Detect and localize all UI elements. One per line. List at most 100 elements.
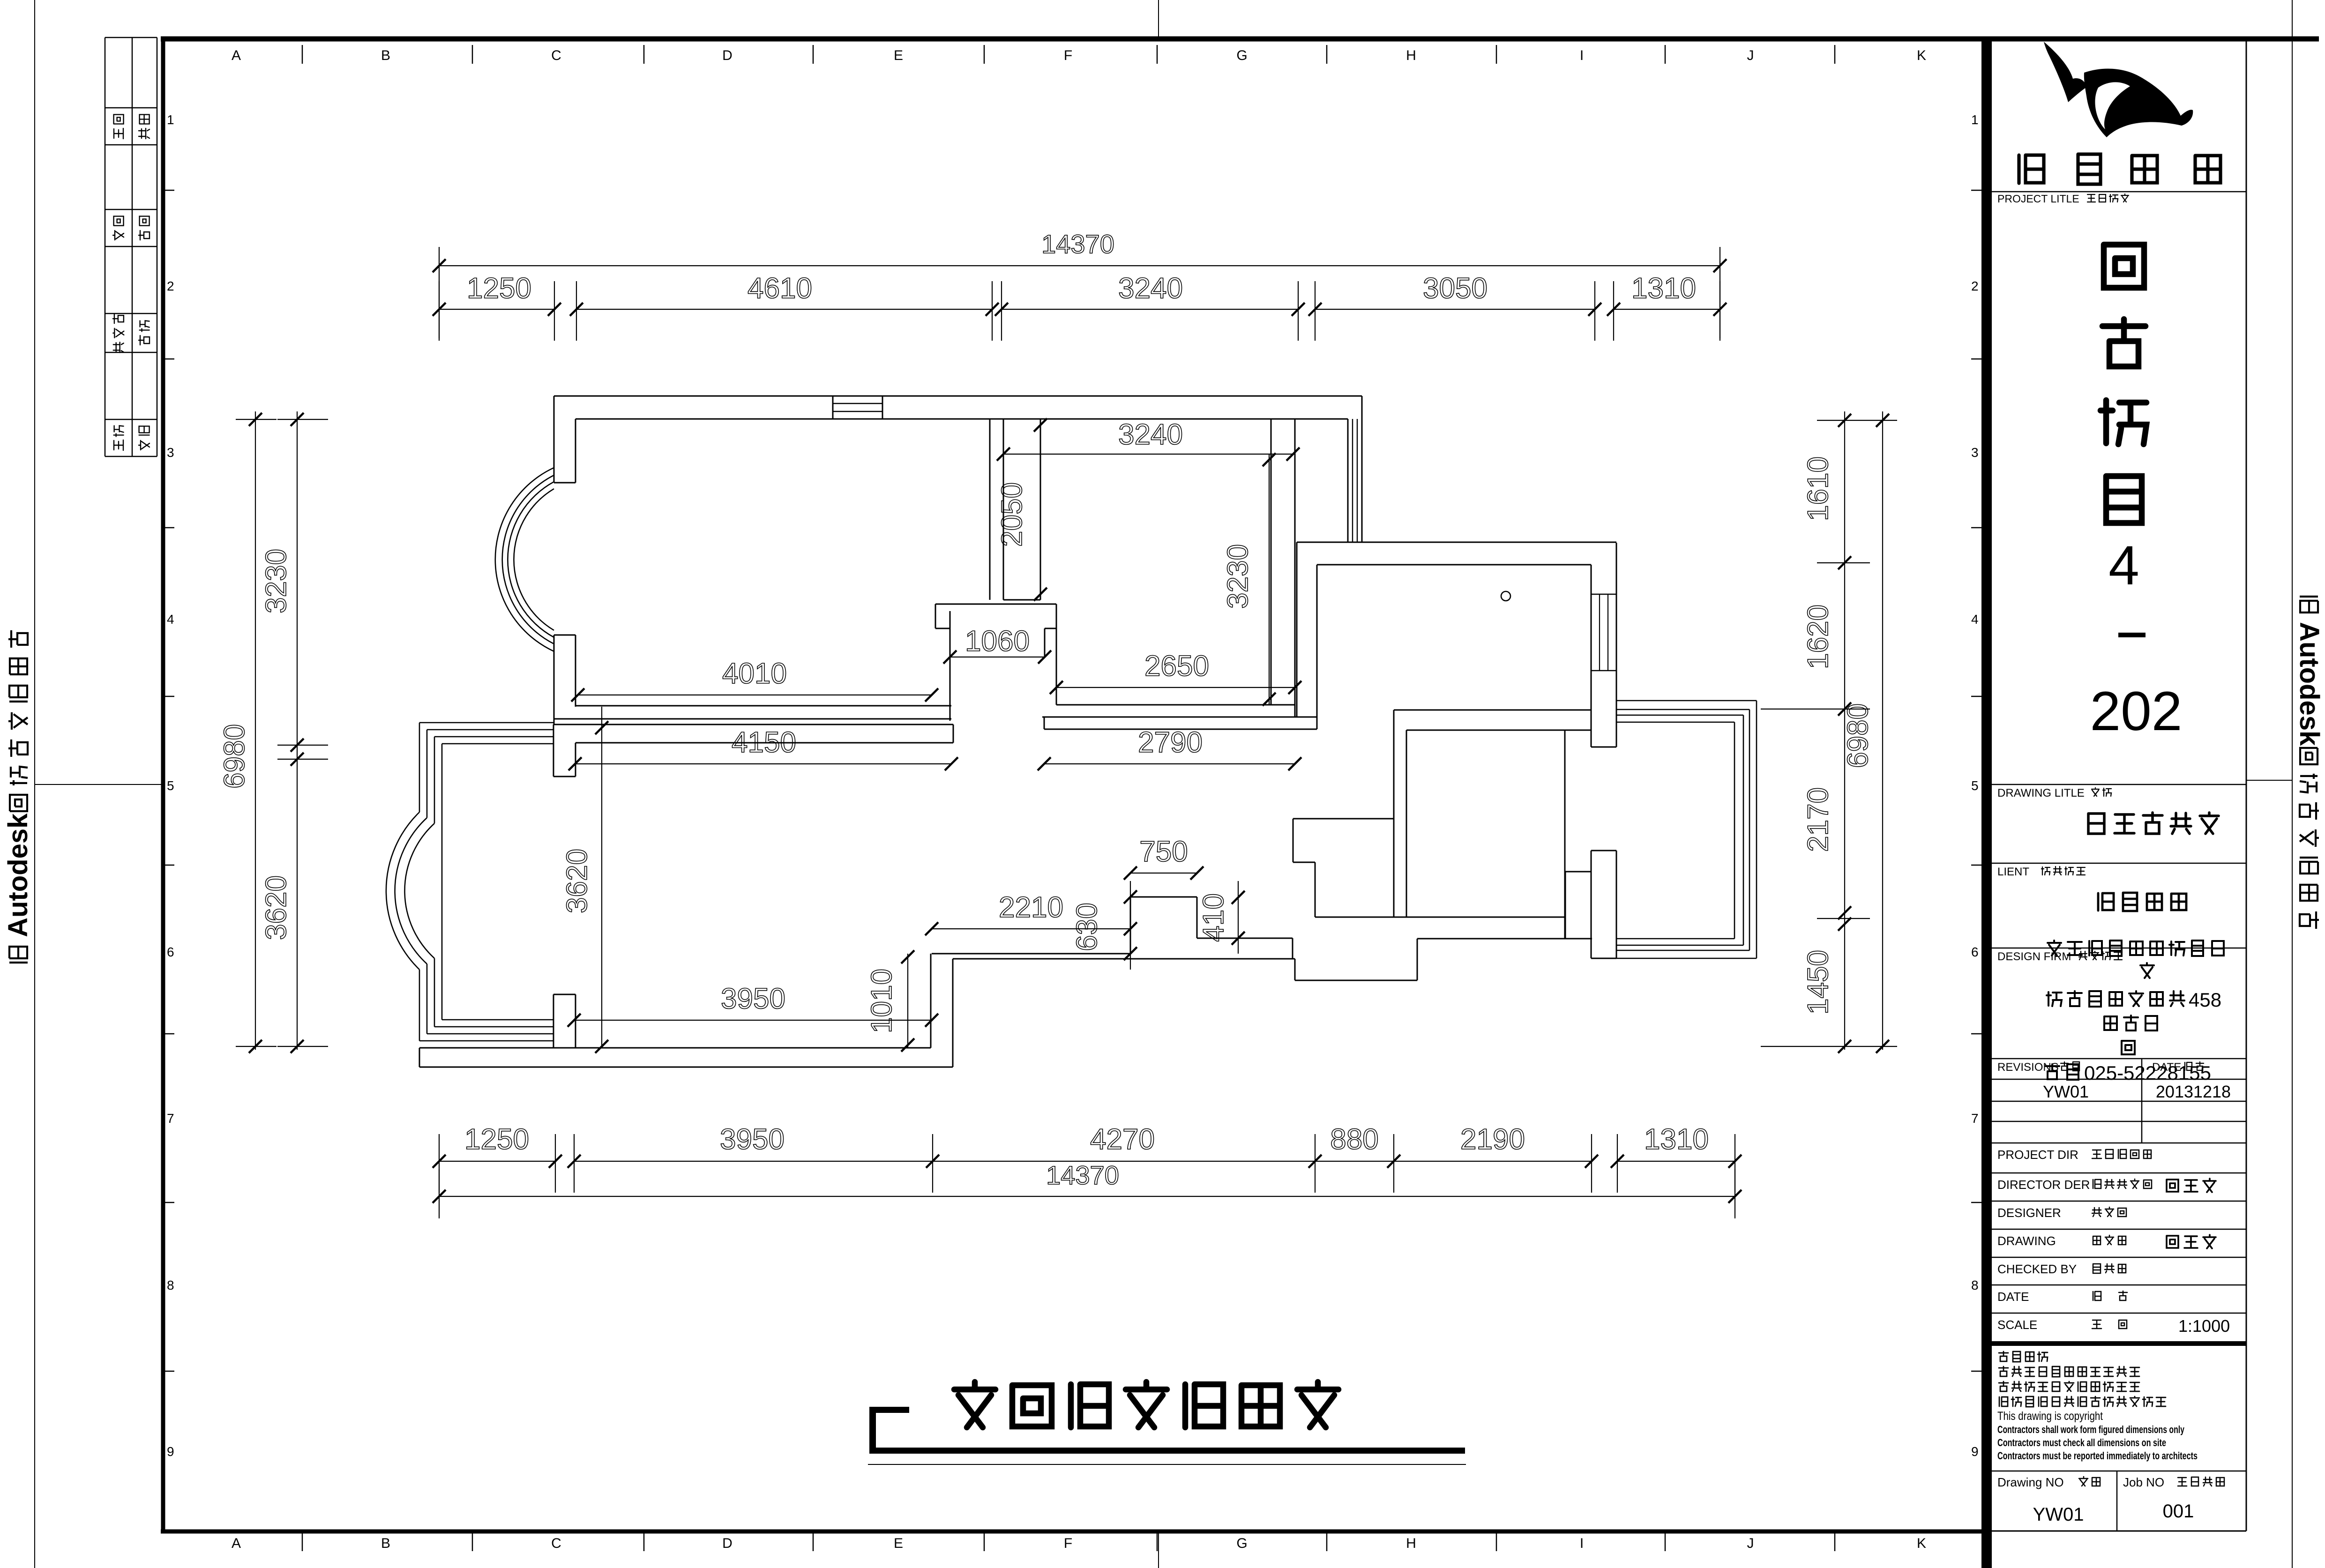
svg-text:4: 4 xyxy=(167,612,174,627)
svg-text:6980: 6980 xyxy=(218,724,251,789)
svg-text:8: 8 xyxy=(167,1278,174,1292)
svg-text:SCALE: SCALE xyxy=(1997,1318,2037,1332)
svg-text:Contractors shall work form fi: Contractors shall work form figured dime… xyxy=(1997,1424,2185,1435)
svg-text:6: 6 xyxy=(167,945,174,959)
svg-text:E: E xyxy=(894,48,903,63)
svg-text:CHECKED BY: CHECKED BY xyxy=(1997,1262,2077,1276)
svg-text:G: G xyxy=(1236,48,1247,63)
svg-text:H: H xyxy=(1406,1536,1416,1551)
svg-text:7: 7 xyxy=(167,1111,174,1126)
svg-text:5: 5 xyxy=(1971,778,1979,793)
svg-text:F: F xyxy=(1064,1536,1072,1551)
svg-text:4: 4 xyxy=(2108,535,2139,597)
svg-text:LIENT: LIENT xyxy=(1997,866,2029,878)
svg-text:2190: 2190 xyxy=(1460,1123,1525,1156)
svg-text:3050: 3050 xyxy=(1423,272,1488,305)
svg-text:1010: 1010 xyxy=(866,969,898,1033)
svg-text:D: D xyxy=(722,48,733,63)
svg-text:DIRECTOR DER: DIRECTOR DER xyxy=(1997,1178,2090,1192)
svg-text:3230: 3230 xyxy=(260,549,292,613)
svg-text:001: 001 xyxy=(2163,1501,2194,1522)
svg-text:410: 410 xyxy=(1197,893,1230,941)
svg-text:1060: 1060 xyxy=(965,625,1030,657)
svg-text:D: D xyxy=(722,1536,733,1551)
svg-text:14370: 14370 xyxy=(1046,1160,1119,1190)
svg-text:1250: 1250 xyxy=(467,272,531,305)
svg-text:5: 5 xyxy=(167,778,174,793)
svg-text:458: 458 xyxy=(2189,989,2221,1011)
svg-text:4: 4 xyxy=(1971,612,1979,627)
svg-text:1450: 1450 xyxy=(1802,950,1834,1015)
svg-text:1: 1 xyxy=(167,112,174,127)
svg-text:4150: 4150 xyxy=(732,726,796,759)
svg-text:B: B xyxy=(381,48,390,63)
svg-text:A: A xyxy=(232,1536,241,1551)
svg-text:B: B xyxy=(381,1536,390,1551)
svg-text:1610: 1610 xyxy=(1802,456,1834,521)
svg-text:7: 7 xyxy=(1971,1111,1979,1126)
svg-text:14370: 14370 xyxy=(1041,229,1114,259)
svg-text:6980: 6980 xyxy=(1842,703,1874,768)
svg-text:J: J xyxy=(1747,48,1754,63)
svg-text:I: I xyxy=(1580,1536,1584,1551)
svg-text:Contractors must check all dim: Contractors must check all dimensions on… xyxy=(1997,1437,2166,1449)
svg-text:880: 880 xyxy=(1330,1123,1378,1156)
svg-text:1310: 1310 xyxy=(1644,1123,1709,1156)
svg-text:Contractors must be reported i: Contractors must be reported immediately… xyxy=(1997,1450,2198,1462)
svg-text:202: 202 xyxy=(2090,680,2183,742)
svg-text:F: F xyxy=(1064,48,1072,63)
svg-text:4610: 4610 xyxy=(748,272,812,305)
svg-text:630: 630 xyxy=(1071,903,1103,951)
svg-text:Autodesk: Autodesk xyxy=(2294,622,2325,746)
svg-text:H: H xyxy=(1406,48,1416,63)
svg-text:4010: 4010 xyxy=(722,657,787,690)
svg-text:DRAWING: DRAWING xyxy=(1997,1234,2056,1248)
svg-text:PROJECT DIR: PROJECT DIR xyxy=(1997,1148,2078,1162)
svg-text:9: 9 xyxy=(167,1444,174,1459)
svg-text:K: K xyxy=(1917,48,1926,63)
svg-text:3950: 3950 xyxy=(720,1123,785,1156)
svg-text:1620: 1620 xyxy=(1802,605,1834,669)
svg-text:3240: 3240 xyxy=(1118,272,1183,305)
svg-text:DRAWING LITLE: DRAWING LITLE xyxy=(1997,787,2085,799)
svg-text:DESIGNER: DESIGNER xyxy=(1997,1206,2061,1220)
svg-text:750: 750 xyxy=(1139,836,1188,868)
svg-text:J: J xyxy=(1747,1536,1754,1551)
svg-text:6: 6 xyxy=(1971,945,1979,959)
svg-text:2050: 2050 xyxy=(996,482,1028,547)
svg-text:1310: 1310 xyxy=(1631,272,1696,305)
svg-text:2: 2 xyxy=(167,279,174,293)
svg-text:2650: 2650 xyxy=(1144,650,1209,682)
svg-text:C: C xyxy=(551,48,561,63)
svg-text:DATE: DATE xyxy=(2152,1061,2181,1074)
svg-text:Drawing NO: Drawing NO xyxy=(1997,1475,2064,1489)
svg-text:3230: 3230 xyxy=(1222,544,1254,609)
svg-text:E: E xyxy=(894,1536,903,1551)
svg-text:REVISIONS: REVISIONS xyxy=(1997,1061,2059,1074)
svg-text:3: 3 xyxy=(1971,445,1979,460)
svg-text:2: 2 xyxy=(1971,279,1979,293)
svg-text:G: G xyxy=(1236,1536,1247,1551)
svg-text:8: 8 xyxy=(1971,1278,1979,1292)
svg-text:9: 9 xyxy=(1971,1444,1979,1459)
svg-text:3620: 3620 xyxy=(260,875,292,940)
svg-text:4270: 4270 xyxy=(1090,1123,1155,1156)
svg-text:DESIGN FIRM: DESIGN FIRM xyxy=(1997,950,2071,963)
svg-text:2790: 2790 xyxy=(1138,726,1203,759)
svg-text:025-52228155: 025-52228155 xyxy=(2084,1062,2211,1084)
svg-text:Autodesk: Autodesk xyxy=(3,813,33,937)
svg-text:20131218: 20131218 xyxy=(2156,1082,2231,1101)
svg-text:1:1000: 1:1000 xyxy=(2178,1316,2230,1336)
svg-text:C: C xyxy=(551,1536,561,1551)
svg-text:PROJECT LITLE: PROJECT LITLE xyxy=(1997,193,2079,205)
svg-text:3620: 3620 xyxy=(561,849,593,913)
svg-text:2210: 2210 xyxy=(999,891,1063,924)
svg-text:2170: 2170 xyxy=(1802,787,1834,852)
svg-text:YW01: YW01 xyxy=(2043,1082,2089,1101)
svg-text:I: I xyxy=(1580,48,1584,63)
svg-text:1: 1 xyxy=(1971,112,1979,127)
svg-text:DATE: DATE xyxy=(1997,1290,2029,1304)
svg-text:3: 3 xyxy=(167,445,174,460)
svg-text:3950: 3950 xyxy=(721,983,785,1015)
svg-text:This drawing is copyright: This drawing is copyright xyxy=(1997,1410,2103,1423)
